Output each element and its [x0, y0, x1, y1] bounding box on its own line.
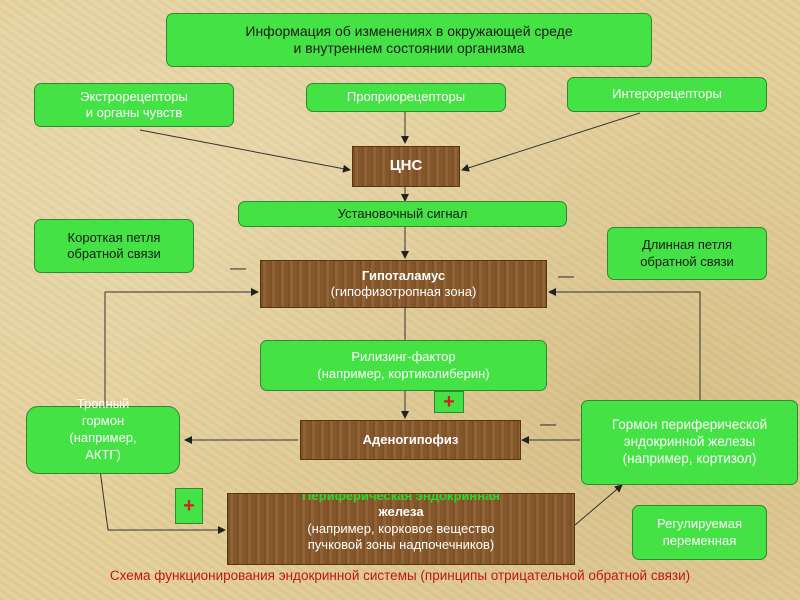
long-loop-line2: обратной связи — [640, 253, 734, 269]
setpoint-signal-box: Установочный сигнал — [238, 201, 567, 227]
peripheral-gland-line1: Периферическая эндокринная — [302, 493, 500, 503]
peripheral-hormone-line3: (например, кортизол) — [622, 450, 757, 466]
releasing-factor-plus-sign: + — [434, 391, 464, 413]
exteroreceptors-line1: Экстрорецепторы — [80, 88, 188, 104]
long-loop-line1: Длинная петля — [641, 237, 733, 253]
arrow-gland-to-peripheral-hormone — [574, 484, 623, 526]
arrow-intero-to-cns — [461, 112, 641, 172]
cns-box: ЦНС — [352, 146, 460, 187]
hypothalamus-subtitle: (гипофизотропная зона) — [330, 284, 477, 299]
releasing-factor-box: Рилизинг-фактор (например, кортиколибери… — [260, 340, 547, 391]
long-loop-box: Длинная петля обратной связи — [607, 227, 767, 280]
hypothalamus-long-loop-minus: — — [558, 268, 574, 285]
peripheral-gland-box: Периферическая эндокринная железа (напри… — [227, 493, 575, 565]
exteroreceptors-box: Экстрорецепторы и органы чувств — [34, 83, 234, 127]
peripheral-hormone-line2: эндокринной железы — [623, 434, 756, 450]
long-loop-line — [548, 288, 701, 400]
peripheral-hormone-line1: Гормон периферической — [611, 417, 768, 433]
peripheral-gland-line3: (например, корковое вещество — [307, 520, 495, 536]
adenohypophysis-label: Аденогипофиз — [362, 431, 459, 447]
releasing-factor-line2: (например, кортиколиберин) — [317, 365, 490, 381]
diagram-caption: Схема функционирования эндокринной систе… — [109, 568, 691, 583]
interoreceptors-label: Интерорецепторы — [612, 86, 722, 102]
adenohypophysis-minus: — — [540, 416, 556, 433]
short-loop-line1: Короткая петля — [67, 229, 161, 245]
hypothalamus-box: Гипоталамус (гипофизотропная зона) — [260, 260, 547, 308]
environment-info-box: Информация об изменениях в окружающей ср… — [166, 13, 652, 67]
tropic-hormone-line2: гормон — [81, 412, 125, 428]
short-loop-line — [104, 288, 259, 455]
proprioreceptors-label: Проприорецепторы — [346, 89, 466, 105]
short-loop-box: Короткая петля обратной связи — [34, 219, 194, 273]
peripheral-gland-line2: железа — [378, 504, 424, 520]
adenohypophysis-box: Аденогипофиз — [300, 420, 521, 460]
regulated-variable-line2: переменная — [662, 532, 737, 548]
tropic-hormone-text: Тропный гормон (например, АКТГ) — [46, 396, 160, 464]
hypothalamus-title: Гипоталамус — [361, 267, 446, 283]
tropic-hormone-line4: АКТГ) — [85, 446, 121, 462]
line-tropic-to-gland — [99, 469, 226, 534]
arrow-extero-to-cns — [139, 129, 351, 173]
interoreceptors-box: Интерорецепторы — [567, 77, 767, 112]
proprioreceptors-box: Проприорецепторы — [306, 83, 506, 112]
hypothalamus-short-loop-minus: — — [230, 260, 246, 277]
peripheral-gland-plus-sign: + — [175, 488, 203, 524]
setpoint-signal-label: Установочный сигнал — [337, 205, 468, 221]
short-loop-line2: обратной связи — [67, 246, 161, 261]
tropic-hormone-box — [26, 406, 180, 474]
cns-label: ЦНС — [389, 157, 423, 175]
releasing-factor-line1: Рилизинг-фактор — [351, 349, 456, 365]
regulated-variable-line1: Регулируемая — [656, 516, 742, 532]
environment-info-line1: Информация об изменениях в окружающей ср… — [245, 22, 573, 39]
tropic-hormone-line3: (например, — [69, 429, 137, 445]
regulated-variable-box: Регулируемая переменная — [632, 505, 767, 560]
peripheral-hormone-box: Гормон периферической эндокринной железы… — [581, 400, 798, 485]
environment-info-line2: и внутреннем состоянии организма — [293, 40, 525, 56]
exteroreceptors-line2: и органы чувств — [85, 105, 183, 120]
tropic-hormone-line1: Тропный — [76, 396, 130, 411]
peripheral-gland-line4: пучковой зоны надпочечников) — [307, 536, 495, 552]
